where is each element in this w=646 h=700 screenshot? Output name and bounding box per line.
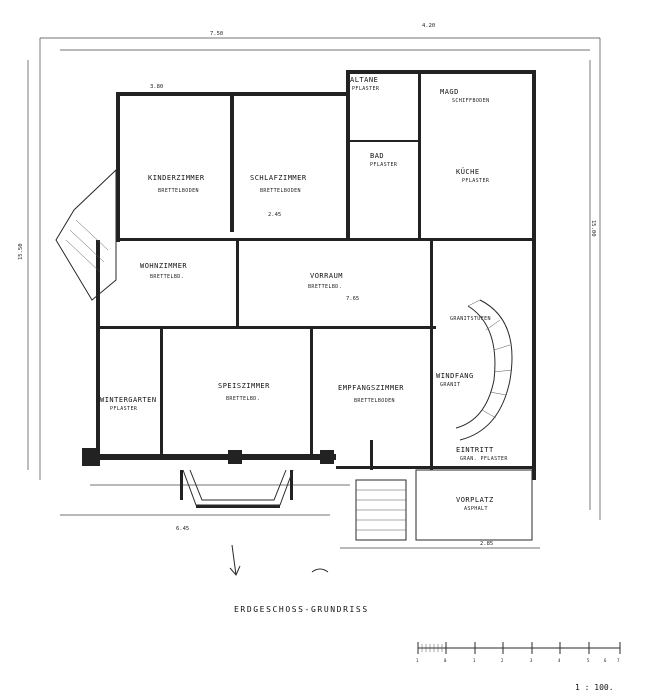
room-sub-eintritt: GRAN. PFLASTER bbox=[460, 456, 508, 462]
scale-tick-label: 3 bbox=[530, 658, 533, 663]
stair-tower-outline bbox=[55, 168, 117, 301]
spiral-staircase bbox=[455, 299, 513, 441]
scale-ratio: 1 : 100. bbox=[575, 683, 614, 692]
room-sub-kinderzimmer: BRETTELBODEN bbox=[158, 188, 199, 194]
dim-schlaf-width: 2.45 bbox=[268, 212, 281, 218]
dim-top-total: 7.50 bbox=[210, 31, 223, 37]
walls bbox=[82, 70, 536, 508]
room-label-kueche: KÜCHE bbox=[456, 167, 480, 176]
room-sub-empfangszimmer: BRETTELBODEN bbox=[354, 398, 395, 404]
scale-tick-label: 6 bbox=[604, 658, 607, 663]
room-sub-altane: PFLASTER bbox=[352, 86, 380, 92]
entrance-steps bbox=[355, 479, 407, 541]
room-sub-kueche: PFLASTER bbox=[462, 178, 490, 184]
scale-tick-label: 0 bbox=[444, 658, 447, 663]
dimension-chains bbox=[27, 37, 601, 549]
room-label-eintritt: EINTRITT bbox=[456, 446, 494, 454]
scale-tick-label: 5 bbox=[587, 658, 590, 663]
room-labels: KINDERZIMMER BRETTELBODEN SCHLAFZIMMER B… bbox=[100, 76, 508, 512]
room-label-empfangszimmer: EMPFANGSZIMMER bbox=[338, 384, 404, 392]
room-sub-bad: PFLASTER bbox=[370, 162, 398, 168]
room-label-altane: ALTANE bbox=[350, 76, 378, 84]
dim-kinder-width: 3.80 bbox=[150, 84, 163, 90]
room-label-windfang: WINDFANG bbox=[436, 372, 474, 380]
room-sub-wohnzimmer: BRETTELBD. bbox=[150, 274, 184, 280]
scale-tick-label: 2 bbox=[501, 658, 504, 663]
dimension-labels: 7.50 4.20 15.00 15.50 6.45 2.85 7.65 3.8… bbox=[18, 23, 596, 547]
room-sub-vorplatz: ASPHALT bbox=[464, 506, 488, 512]
scale-tick-label: 1 bbox=[416, 658, 419, 663]
room-label-wintergarten: WINTERGARTEN bbox=[100, 396, 157, 404]
drawing-title: ERDGESCHOSS-GRUNDRISS bbox=[234, 605, 369, 614]
room-label-kinderzimmer: KINDERZIMMER bbox=[148, 174, 205, 182]
scale-bar: 1 0 1 2 3 4 5 6 7 bbox=[416, 642, 621, 663]
dim-bottom-left: 6.45 bbox=[176, 526, 189, 532]
room-label-vorraum: VORRAUM bbox=[310, 272, 343, 280]
dim-left-total: 15.50 bbox=[18, 243, 24, 260]
room-sub-speiszimmer: BRETTELBD. bbox=[226, 396, 260, 402]
dim-bottom-right: 2.85 bbox=[480, 541, 493, 547]
room-label-bad: BAD bbox=[370, 152, 384, 160]
room-label-wohnzimmer: WOHNZIMMER bbox=[140, 262, 187, 270]
room-label-schlafzimmer: SCHLAFZIMMER bbox=[250, 174, 307, 182]
room-label-speiszimmer: SPEISZIMMER bbox=[218, 382, 270, 390]
scale-tick-label: 1 bbox=[473, 658, 476, 663]
vorplatz-area bbox=[415, 469, 533, 541]
room-sub-schlafzimmer: BRETTELBODEN bbox=[260, 188, 301, 194]
room-sub-wintergarten: PFLASTER bbox=[110, 406, 138, 412]
scale-tick-label: 4 bbox=[558, 658, 561, 663]
room-sub-vorraum: BRETTELBD. bbox=[308, 284, 342, 290]
bay-windows bbox=[182, 469, 294, 506]
dim-top-right: 4.20 bbox=[422, 23, 435, 29]
room-label-vorplatz: VORPLATZ bbox=[456, 496, 494, 504]
room-sub-windfang: GRANIT bbox=[440, 382, 460, 388]
room-label-granitstufen: GRANITSTUFEN bbox=[450, 316, 491, 322]
scale-tick-label: 7 bbox=[617, 658, 620, 663]
dim-vorraum: 7.65 bbox=[346, 296, 359, 302]
room-label-magd: MAGD bbox=[440, 88, 459, 96]
room-sub-magd: SCHIFFBODEN bbox=[452, 98, 490, 104]
dim-right-total: 15.00 bbox=[590, 220, 596, 237]
north-arrow-icons bbox=[229, 544, 329, 576]
